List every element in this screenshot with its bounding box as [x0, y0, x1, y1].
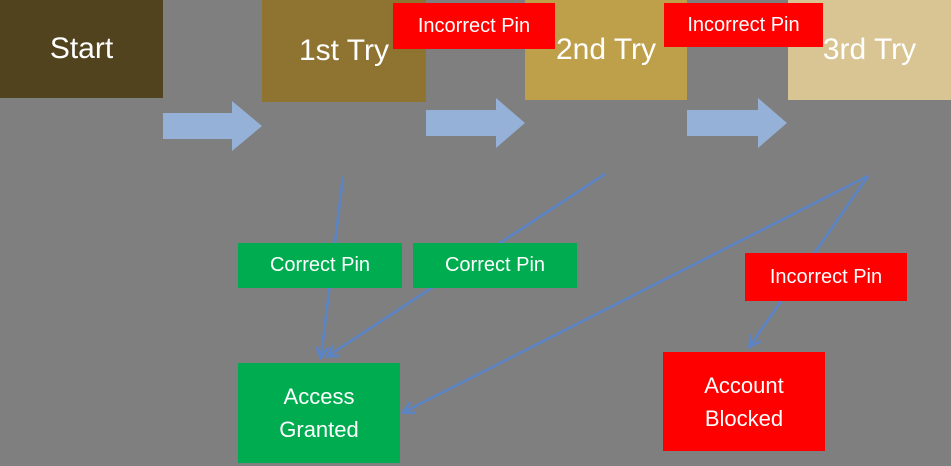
label-incorrect-pin-3: Incorrect Pin — [745, 253, 907, 301]
block-arrow-start-to-try1 — [163, 101, 262, 151]
label-correct-pin-1: Correct Pin — [238, 243, 402, 288]
node-access-granted: Access Granted — [238, 363, 400, 463]
node-start: Start — [0, 0, 163, 98]
block-arrow-try2-to-try3 — [687, 98, 787, 148]
label-incorrect-pin-1: Incorrect Pin — [393, 3, 555, 49]
label-incorrect-pin-2: Incorrect Pin — [664, 3, 823, 47]
block-arrow-try1-to-try2 — [426, 98, 525, 148]
label-correct-pin-2: Correct Pin — [413, 243, 577, 288]
node-account-blocked: Account Blocked — [663, 352, 825, 451]
